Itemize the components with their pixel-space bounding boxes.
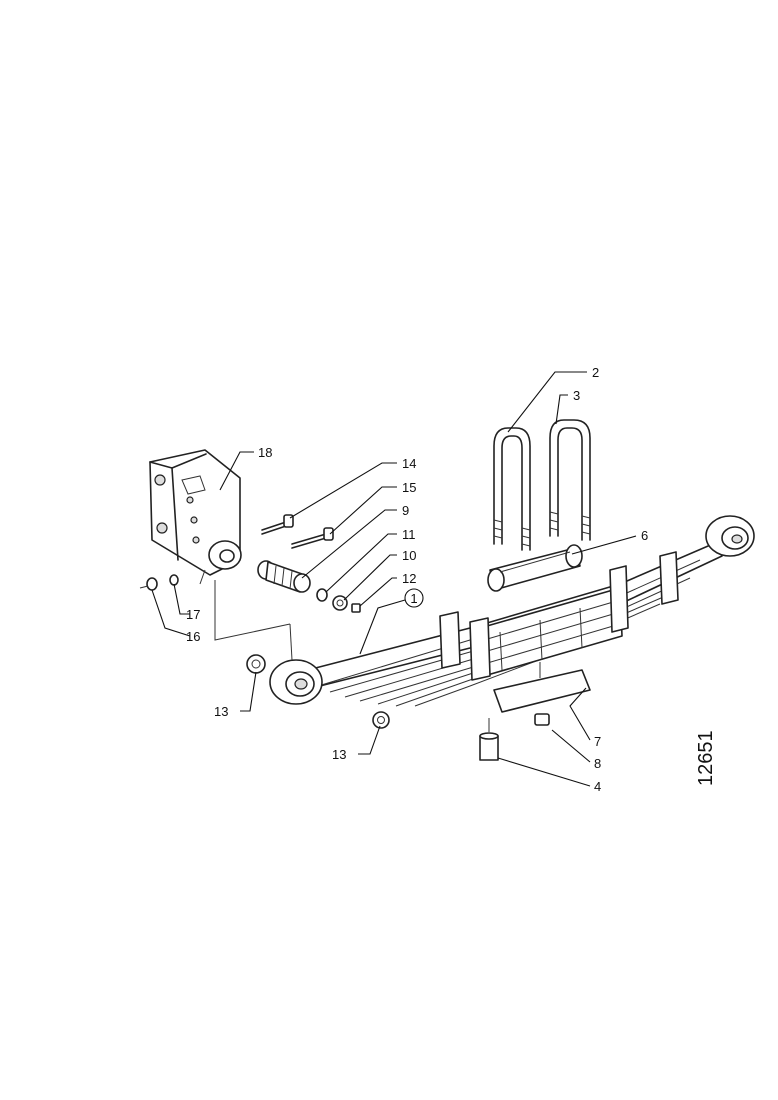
callout-16: 16 bbox=[186, 629, 200, 644]
callout-17: 17 bbox=[186, 607, 200, 622]
callout-1: 1 bbox=[410, 591, 417, 606]
callout-3: 3 bbox=[573, 388, 580, 403]
callout-7: 7 bbox=[594, 734, 601, 749]
bushing-13-a bbox=[246, 654, 266, 674]
washer-11 bbox=[316, 588, 328, 602]
callout-1-circle bbox=[404, 588, 424, 608]
callout-14: 14 bbox=[402, 456, 416, 471]
bracket-18 bbox=[149, 449, 293, 661]
bolt-15 bbox=[291, 527, 334, 549]
bushing-13-b bbox=[372, 711, 390, 729]
grease-nipple-12 bbox=[351, 603, 361, 613]
leaf-spring-pack bbox=[269, 515, 755, 707]
spring-seat-6 bbox=[487, 544, 583, 592]
u-bolt-2 bbox=[493, 427, 531, 551]
callout-9: 9 bbox=[402, 503, 409, 518]
callout-6: 6 bbox=[641, 528, 648, 543]
nut-8 bbox=[534, 713, 550, 726]
leader-lines bbox=[151, 371, 637, 787]
u-bolt-3 bbox=[549, 419, 591, 541]
callout-12: 12 bbox=[402, 571, 416, 586]
callout-18: 18 bbox=[258, 445, 272, 460]
callout-13-a: 13 bbox=[214, 704, 228, 719]
plate-7 bbox=[493, 662, 591, 713]
callout-13-b: 13 bbox=[332, 747, 346, 762]
bolt-14 bbox=[261, 514, 294, 535]
callout-labels: 1 2 3 4 6 7 8 9 10 11 12 13 13 14 15 16 … bbox=[186, 365, 648, 794]
callout-10: 10 bbox=[402, 548, 416, 563]
figure-number: 12651 bbox=[695, 730, 717, 786]
shackle-bushing bbox=[257, 560, 311, 593]
pin-4 bbox=[479, 718, 499, 761]
nut-10 bbox=[332, 595, 348, 611]
callout-15: 15 bbox=[402, 480, 416, 495]
washer-16 bbox=[146, 577, 158, 591]
callout-8: 8 bbox=[594, 756, 601, 771]
callout-2: 2 bbox=[592, 365, 599, 380]
callout-4: 4 bbox=[594, 779, 601, 794]
callout-11: 11 bbox=[402, 527, 416, 542]
nut-17 bbox=[139, 574, 179, 589]
